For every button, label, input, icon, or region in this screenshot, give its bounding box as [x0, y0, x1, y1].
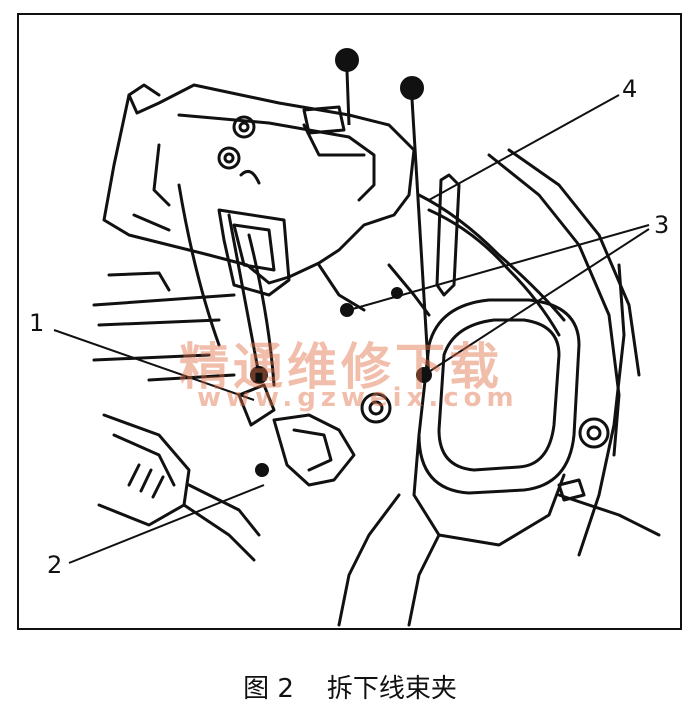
harness-bundle [417, 193, 566, 322]
callout-3: 3 [654, 211, 670, 239]
figure-caption: 图 2 拆下线束夹 [243, 674, 457, 704]
watermark-text: 精通维修下载 [179, 337, 503, 396]
watermark-url: www.gzweix.com [197, 383, 519, 413]
wiring-harness-clip-diagram [53, 48, 661, 627]
leader-line-3a [348, 224, 650, 311]
leader-line-3b [423, 228, 650, 376]
leader-line-2 [68, 484, 265, 564]
callout-4: 4 [622, 75, 638, 103]
mount-hole [217, 146, 241, 170]
pin-head [400, 76, 424, 100]
callout-1: 1 [29, 309, 45, 337]
pliers-tool [97, 413, 191, 527]
harness-clip [272, 413, 356, 487]
bracket-plate [102, 83, 416, 285]
leader-line-1 [53, 329, 255, 401]
callout-2: 2 [47, 551, 63, 579]
pin-head [335, 48, 359, 72]
oval-bracket [417, 298, 581, 495]
figure-frame: 1 2 3 4 精通维修下载 www.gzweix.com [17, 13, 682, 630]
clip-head [250, 366, 268, 384]
mount-hole [232, 115, 256, 139]
connector-block [217, 208, 291, 297]
leader-line-4 [428, 94, 620, 201]
bolt-hole [578, 417, 610, 449]
bolt-hole [360, 392, 392, 424]
